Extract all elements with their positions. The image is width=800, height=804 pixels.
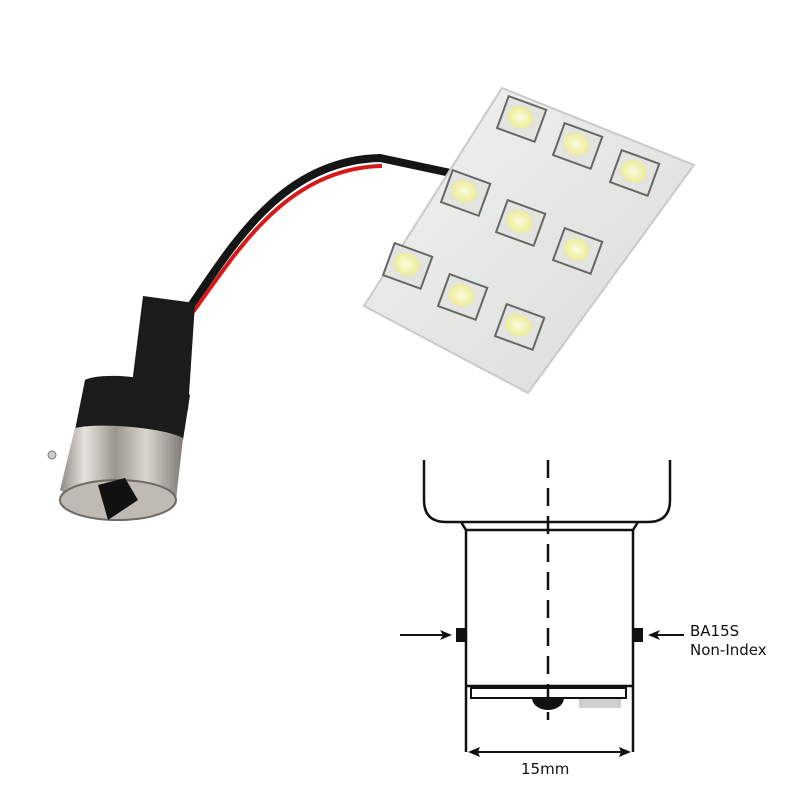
metal-base — [47, 425, 183, 521]
base-type: BA15S — [690, 622, 740, 640]
base-diagram — [422, 460, 672, 753]
base-type-label: BA15S Non-Index — [690, 622, 767, 660]
diameter-label: 15mm — [521, 760, 570, 778]
bulb-socket — [75, 296, 195, 440]
wire — [184, 153, 461, 314]
led-chips — [381, 94, 661, 352]
index-type: Non-Index — [690, 641, 767, 659]
diagram-fills — [400, 628, 684, 757]
